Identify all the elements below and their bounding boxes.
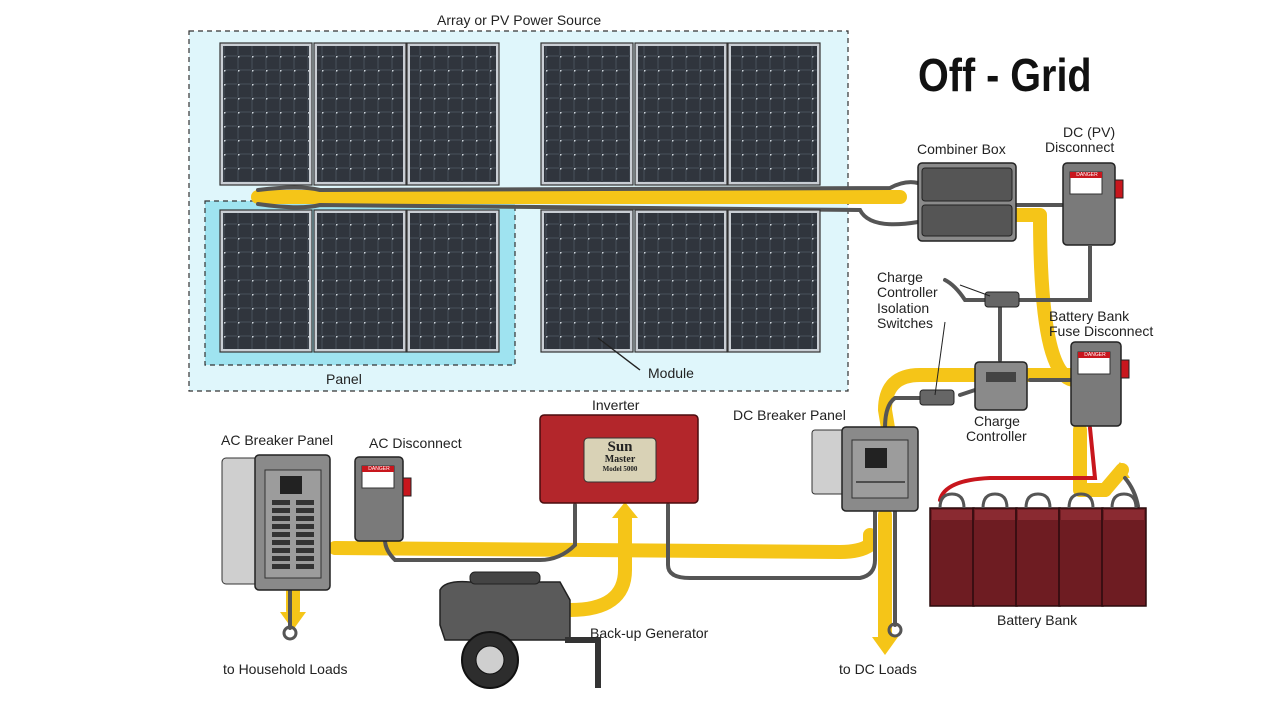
solar-module [313, 42, 407, 186]
backup-generator [439, 571, 601, 689]
breaker-switch [296, 564, 314, 569]
solar-module [540, 42, 634, 186]
dc-breaker-panel-label: DC Breaker Panel [733, 407, 846, 423]
battery-fuse-label-line1: Battery Bank [1049, 308, 1130, 324]
dc-loads-label: to DC Loads [839, 661, 917, 677]
solar-module [219, 42, 313, 186]
breaker-switch [296, 500, 314, 505]
arrow-battery-up [1108, 462, 1130, 478]
inverter-badge: Sun Master Model 5000 [584, 440, 656, 474]
breaker-switch [272, 532, 290, 537]
battery-bank-unit [929, 492, 1147, 607]
inverter-brand-line2: Master [604, 454, 636, 465]
battery-cell [1015, 492, 1061, 607]
arrow-household [280, 612, 306, 630]
battery-fuse-warning-tag: DANGER [1084, 352, 1106, 358]
arrow-generator-up [612, 502, 638, 518]
battery-fuse-disconnect [1070, 341, 1130, 427]
breaker-switch [272, 516, 290, 521]
panel-label: Panel [326, 371, 362, 387]
dc-breaker-panel [811, 426, 919, 512]
solar-module [727, 42, 821, 186]
generator-label: Back-up Generator [590, 625, 709, 641]
inverter-model: Model 5000 [602, 465, 638, 473]
charge-controller-label-line1: Charge [974, 413, 1020, 429]
ac-breaker-panel [221, 454, 331, 591]
isolation-label-line3: Isolation [877, 300, 930, 316]
ac-disconnect-label: AC Disconnect [369, 435, 462, 451]
combiner-box [917, 162, 1017, 242]
inverter-brand-line1: Sun [607, 439, 633, 455]
isolation-switches [919, 284, 1020, 406]
breaker-switch [272, 500, 290, 505]
charge-controller-label-line2: Controller [966, 428, 1027, 444]
battery-cell [1101, 492, 1147, 607]
breaker-switch [296, 540, 314, 545]
breaker-switch [272, 524, 290, 529]
inverter-label: Inverter [592, 397, 640, 413]
inverter-unit [539, 414, 699, 504]
solar-module [406, 209, 500, 353]
isolation-label-line4: Switches [877, 315, 934, 331]
breaker-switch [272, 508, 290, 513]
cables [256, 180, 1140, 630]
battery-fuse-label-line2: Fuse Disconnect [1049, 323, 1154, 339]
breaker-switch [296, 508, 314, 513]
breaker-switch [296, 516, 314, 521]
solar-module [634, 42, 728, 186]
dc-pv-label-line1: DC (PV) [1063, 124, 1116, 140]
terminals [282, 622, 903, 641]
breaker-switch [272, 556, 290, 561]
ac-breakers [272, 500, 314, 569]
breaker-switch [296, 548, 314, 553]
solar-modules [219, 42, 821, 353]
isolation-label-line2: Controller [877, 284, 938, 300]
household-loads-label: to Household Loads [223, 661, 348, 677]
array-label: Array or PV Power Source [437, 12, 602, 28]
combiner-box-label: Combiner Box [917, 141, 1006, 157]
page-title: Off - Grid [918, 49, 1092, 101]
solar-module [219, 209, 313, 353]
solar-module [634, 209, 728, 353]
ac-disconnect-warning-tag: DANGER [368, 466, 390, 472]
flow-arrows [280, 462, 1130, 655]
dc-pv-disconnect [1062, 162, 1124, 246]
battery-bank-label: Battery Bank [997, 612, 1078, 628]
breaker-switch [296, 556, 314, 561]
breaker-switch [296, 524, 314, 529]
breaker-switch [272, 564, 290, 569]
dc-pv-warning-tag: DANGER [1076, 172, 1098, 178]
breaker-switch [272, 548, 290, 553]
solar-module [406, 42, 500, 186]
solar-module [540, 209, 634, 353]
battery-cell [929, 492, 975, 607]
dc-pv-label-line2: Disconnect [1045, 139, 1115, 155]
power-flow-lines [251, 190, 1129, 647]
module-leader [597, 337, 641, 371]
arrow-dc-loads [872, 637, 898, 655]
battery-cell [1058, 492, 1104, 607]
module-label: Module [648, 365, 694, 381]
breaker-switch [272, 540, 290, 545]
breaker-switch [296, 532, 314, 537]
charge-controller [974, 361, 1028, 411]
isolation-label-line1: Charge [877, 269, 923, 285]
ac-breaker-panel-label: AC Breaker Panel [221, 432, 334, 448]
solar-module [727, 209, 821, 353]
battery-cell [972, 492, 1018, 607]
solar-module [313, 209, 407, 353]
ac-disconnect [354, 456, 412, 542]
